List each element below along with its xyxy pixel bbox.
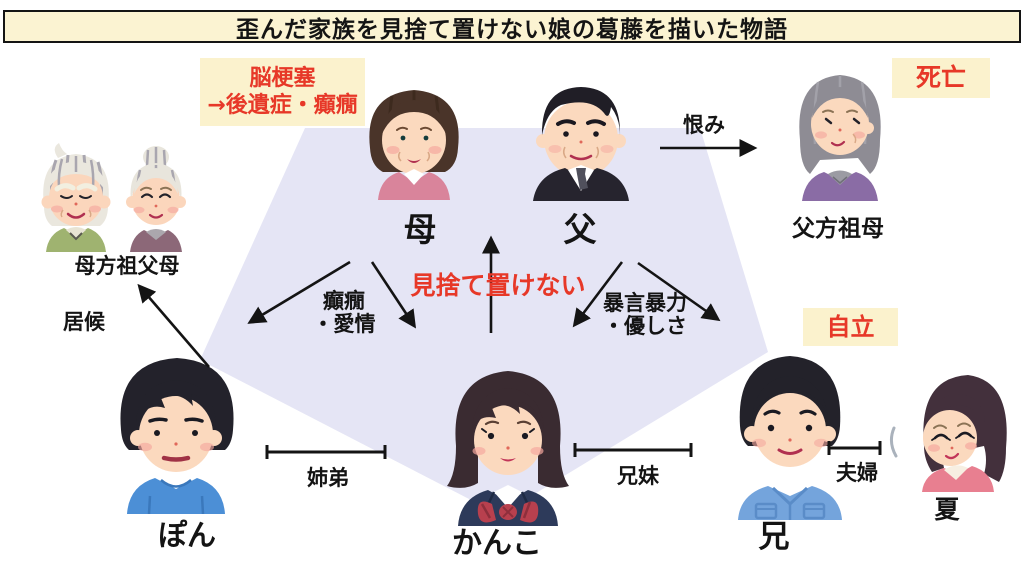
stroke-note-line1: 脳梗塞 <box>249 65 316 91</box>
stroke-note-line2: →後遺症・癲癇 <box>207 93 358 118</box>
brother-illustration <box>738 356 842 520</box>
maternal-grandparents-illustration <box>41 143 186 252</box>
maternal-grandparents-name: 母方祖父母 <box>74 254 180 278</box>
mother-name: 母 <box>403 210 437 249</box>
death-note-label: 死亡 <box>915 63 966 93</box>
abuse-kindness-line2: ・優しさ <box>603 314 687 339</box>
brother-sister-label: 兄妹 <box>617 464 659 488</box>
death-note-box: 死亡 <box>892 58 990 98</box>
natsu-name: 夏 <box>934 495 960 524</box>
epilepsy-affection-label: 癲癇 ・愛情 <box>288 289 400 337</box>
married-couple-label: 夫婦 <box>836 461 878 485</box>
natsu-illustration <box>889 375 1007 492</box>
stroke-note-box: 脳梗塞 →後遺症・癲癇 <box>200 58 365 126</box>
brother-name: 兄 <box>758 519 790 555</box>
abuse-kindness-line1: 暴言暴力 <box>603 291 687 315</box>
paternal-grandmother-illustration <box>799 75 881 201</box>
grudge-label: 恨み <box>683 113 725 137</box>
page-title: 歪んだ家族を見捨て置けない娘の葛藤を描いた物語 <box>236 16 788 43</box>
freeloading-label: 居候 <box>63 310 105 334</box>
abuse-kindness-label: 暴言暴力 ・優しさ <box>582 291 708 339</box>
kanko-name: かんこ <box>452 526 542 561</box>
father-name: 父 <box>563 210 597 249</box>
brother-sister-bracket <box>573 443 693 457</box>
pon-illustration <box>120 358 234 514</box>
center-conflict-text: 見捨て置けない <box>410 271 586 300</box>
epilepsy-affection-line2: ・愛情 <box>312 312 376 337</box>
kanko-illustration <box>447 371 569 526</box>
independence-note-box: 自立 <box>803 308 898 346</box>
sister-brother-label: 姉弟 <box>307 466 349 490</box>
epilepsy-affection-line1: 癲癇 <box>323 289 365 313</box>
sister-brother-bracket <box>265 445 387 459</box>
father-illustration <box>533 87 629 201</box>
title-banner: 歪んだ家族を見捨て置けない娘の葛藤を描いた物語 <box>3 10 1021 43</box>
bow-motion-line <box>889 426 898 458</box>
pon-name: ぽん <box>157 518 216 552</box>
paternal-grandmother-name: 父方祖母 <box>792 216 884 242</box>
independence-note-label: 自立 <box>826 313 875 341</box>
mother-illustration <box>369 90 459 200</box>
